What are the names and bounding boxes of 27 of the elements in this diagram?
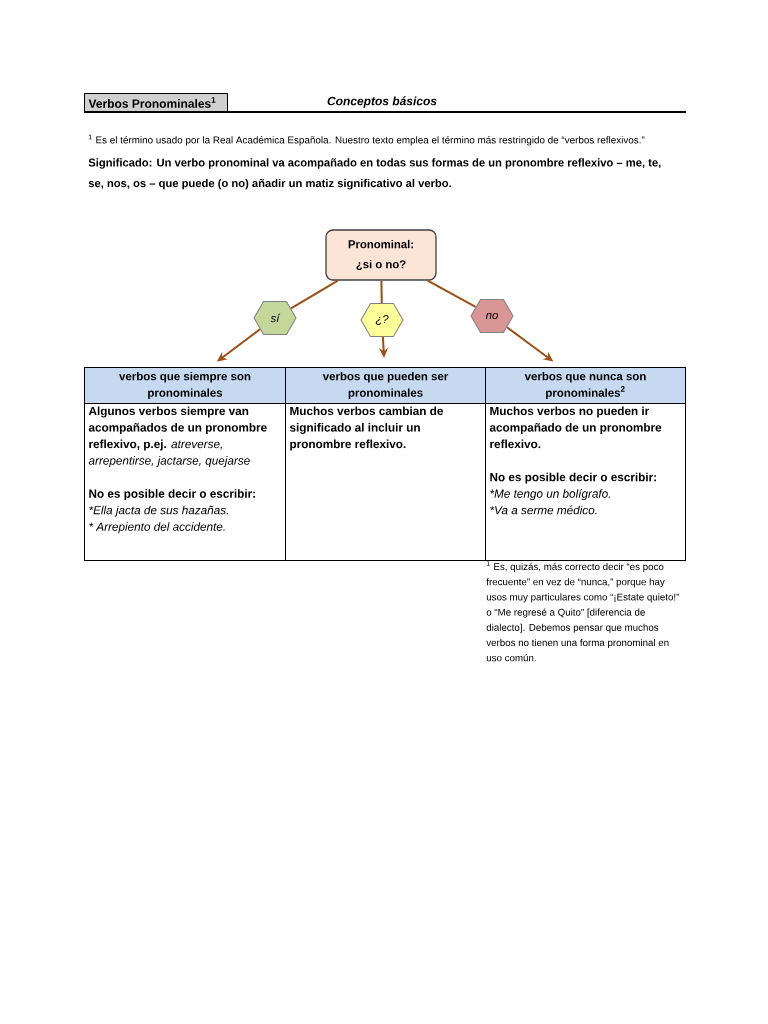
cell-text: No es posible decir o escribir: <box>89 489 255 501</box>
example-sentence: *Me tengo un bolígrafo. <box>490 489 610 501</box>
example-sentence: * Arrepiento del accidente. <box>89 522 225 534</box>
table-header-cell: verbos que pueden ser pronominales <box>285 367 486 404</box>
footnote: $^{1}$ Es, quizás, más correcto decir “es poco frecuente” en vez de “nunca,” porque hay usos muy particulares como “¡Estate quieto!” o “Me regresé a Quito” [diferencia de dialecto]. Debemos pensar que muchos verbos no tienen una forma pronominal en uso común. <box>486 561 679 662</box>
question-box: Pronominal: ¿si o no? <box>325 229 437 281</box>
table-cell <box>485 403 686 561</box>
table-cell <box>84 403 286 561</box>
table-header-cell: verbos que siempre son pronominales <box>84 367 286 404</box>
cell-text: Muchos verbos no pueden ir acompañado de un pronombre reflexivo. <box>489 406 662 449</box>
table-header-cell: verbos que nunca son pronominales$^{2}$ <box>485 367 686 404</box>
answer-hexagon: no <box>470 299 514 333</box>
connector-line <box>290 279 339 310</box>
connector-line <box>380 279 383 304</box>
title-box: Verbos Pronominales$^{1}$ <box>84 93 228 112</box>
definition-text: Significado: Un verbo pronominal va acompañado en todas sus formas de un pronombre reflexivo – me, te, se, nos, os – que puede (o no) añadir un matiz significativo al verbo. <box>88 158 661 190</box>
subtitle: Conceptos básicos <box>327 96 437 108</box>
table-cell <box>285 403 486 561</box>
cell-text: No es posible decir o escribir: <box>490 472 656 484</box>
cell-text: Algunos verbos siempre van acompañados de un pronombre reflexivo, p.ej. atreverse, arrepentirse, jactarse, quejarse <box>88 406 267 468</box>
answer-hexagon: ¿? <box>360 303 404 337</box>
answer-hexagon: sí <box>253 301 297 335</box>
connector-line <box>426 279 477 308</box>
example-sentence: *Va a serme médico. <box>490 505 597 515</box>
cell-text: Muchos verbos cambian de significado al incluir un pronombre reflexivo. <box>289 406 443 451</box>
footnote: $^{1}$ Es el término usado por la Real Académica Española. Nuestro texto emplea el término más restringido de “verbos reflexivos.” <box>88 134 645 146</box>
example-sentence: *Ella jacta de sus hazañas. <box>89 505 228 517</box>
